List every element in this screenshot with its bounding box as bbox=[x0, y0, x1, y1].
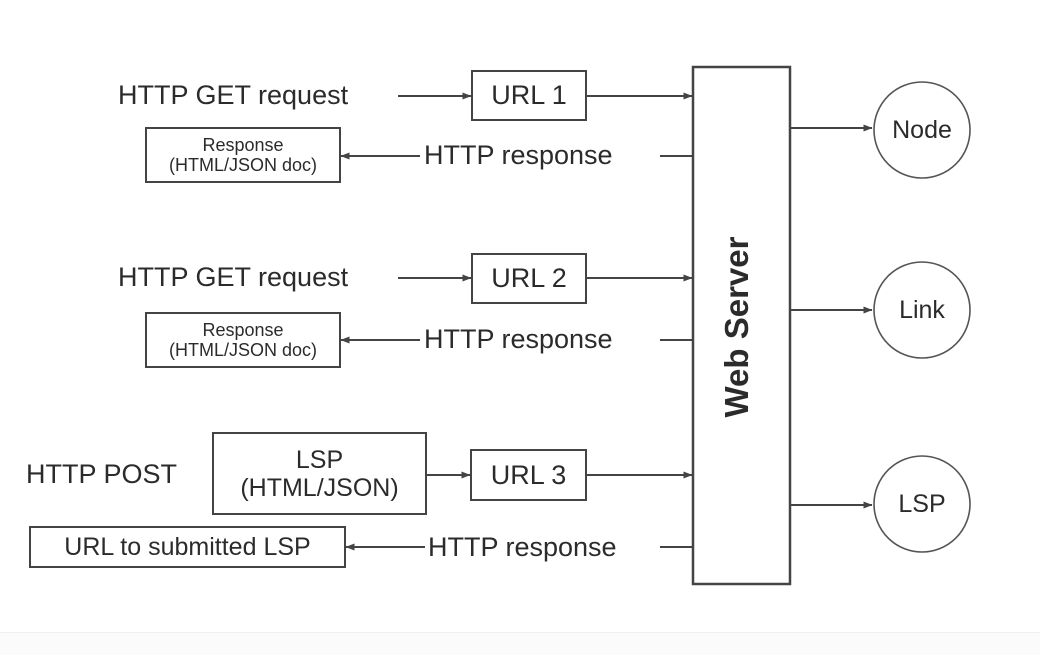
web-server-label: Web Server bbox=[718, 236, 755, 418]
response-box-2 bbox=[145, 312, 341, 368]
http-get-request-label-1: HTTP GET request bbox=[118, 80, 349, 110]
response-box-1-line2: (HTML/JSON doc) bbox=[168, 155, 318, 175]
lsp-payload-box-label: LSP (HTML/JSON) bbox=[213, 433, 426, 514]
url-submitted-lsp-label: URL to submitted LSP bbox=[64, 533, 311, 561]
http-post-label: HTTP POST bbox=[26, 459, 178, 489]
url-box-2-label: URL 2 bbox=[491, 263, 567, 294]
http-response-label-2: HTTP response bbox=[424, 324, 613, 354]
link-circle bbox=[873, 261, 971, 359]
response-box-1-label: Response (HTML/JSON doc) bbox=[146, 128, 340, 182]
response-box-1 bbox=[145, 127, 341, 183]
footer-divider bbox=[0, 632, 1040, 655]
response-box-1-line1: Response bbox=[202, 134, 284, 155]
node-circle-label: Node bbox=[892, 116, 952, 144]
web-server-box bbox=[691, 65, 792, 586]
url-box-3-label: URL 3 bbox=[490, 459, 567, 490]
lsp-circle-label: LSP bbox=[898, 490, 946, 518]
node-circle bbox=[873, 81, 971, 179]
lsp-payload-box bbox=[212, 432, 427, 515]
response-box-2-line2: (HTML/JSON doc) bbox=[168, 340, 318, 360]
response-box-2-line1: Response bbox=[202, 319, 284, 340]
http-get-request-label-2: HTTP GET request bbox=[118, 262, 349, 292]
lsp-circle bbox=[873, 455, 971, 553]
link-circle-label: Link bbox=[899, 296, 945, 324]
http-response-label-3: HTTP response bbox=[428, 532, 617, 562]
http-response-label-1: HTTP response bbox=[424, 140, 613, 170]
url-box-3 bbox=[470, 449, 587, 501]
url-box-1-label: URL 1 bbox=[491, 80, 567, 111]
url-submitted-lsp-box bbox=[29, 526, 346, 568]
url-box-2 bbox=[471, 253, 587, 304]
lsp-payload-line2: (HTML/JSON) bbox=[240, 473, 399, 502]
lsp-payload-line1: LSP bbox=[295, 445, 344, 474]
response-box-2-label: Response (HTML/JSON doc) bbox=[146, 313, 340, 367]
